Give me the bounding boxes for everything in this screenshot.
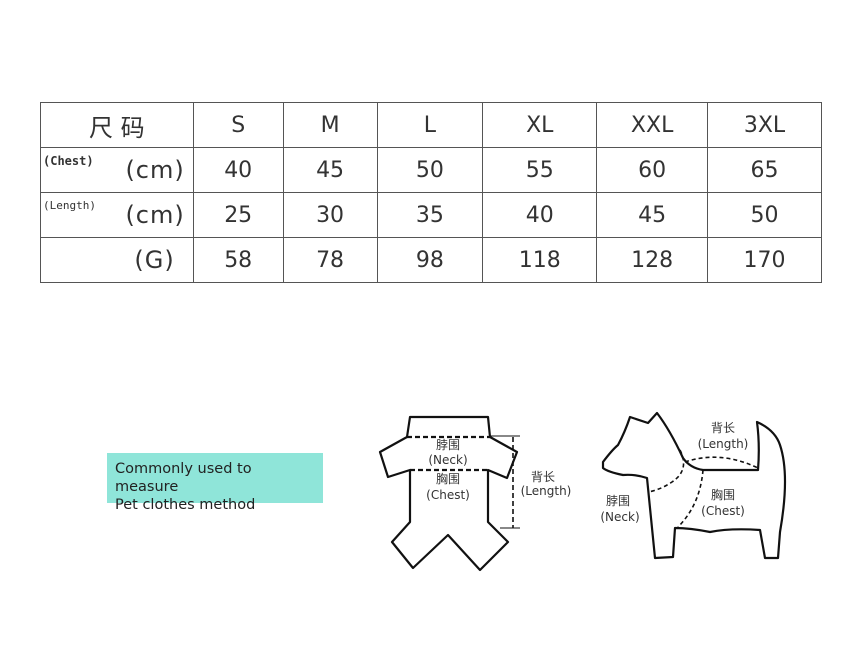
cell: 25 [192,192,284,238]
cell: 40 [482,192,598,238]
clothes-length-cn: 背长 [531,470,555,484]
dog-neck-dash [647,449,685,493]
dog-length-cn: 背长 [711,421,735,435]
clothes-chest-cn: 胸围 [436,471,460,486]
dog-neck-en: (Neck) [600,510,639,524]
row-header: (Length) (cm) [40,192,194,238]
row-sub: (Chest) [43,154,94,168]
size-label: 尺 码 [40,102,194,148]
note-line1: Commonly used to measure [115,461,252,495]
table-row-length: (Length) (cm) 25 30 35 40 45 50 [40,192,822,238]
size-s: S [192,102,284,148]
cell: 98 [376,237,484,283]
note-line2: Pet clothes method [115,497,256,513]
size-m: M [282,102,378,148]
cell: 35 [376,192,484,238]
clothes-neck-en: (Neck) [428,453,467,467]
cell: 128 [596,237,709,283]
dog-neck-cn: 脖围 [606,494,630,508]
dog-chest-dash [677,469,704,528]
size-chart-table: 尺 码 S M L XL XXL 3XL (Chest) (cm) 40 45 5… [40,102,822,283]
dog-chest-en: (Chest) [701,504,745,518]
cell: 30 [282,192,378,238]
cell: 50 [376,147,484,193]
clothes-chest-en: (Chest) [426,488,470,502]
cell: 45 [282,147,378,193]
cell: 58 [192,237,284,283]
cell: 170 [707,237,822,283]
clothes-neck-cn: 脖围 [436,438,460,452]
row-unit: (cm) [125,201,185,229]
cell: 50 [707,192,822,238]
table-row-weight: (G) 58 78 98 118 128 170 [40,237,822,283]
row-header: (Chest) (cm) [40,147,194,193]
clothes-diagram [378,415,520,572]
cell: 65 [707,147,822,193]
dog-diagram [601,411,787,560]
row-unit: (cm) [125,156,185,184]
row-header: (G) [40,237,194,283]
cell: 55 [482,147,598,193]
row-sub: (Length) [43,199,96,212]
dog-back-dash [684,456,759,469]
cell: 40 [192,147,284,193]
clothes-length-en: (Length) [521,484,572,498]
cell: 45 [596,192,709,238]
cell: 60 [596,147,709,193]
dog-length-en: (Length) [698,437,749,451]
row-unit: (G) [134,246,175,274]
table-row-chest: (Chest) (cm) 40 45 50 55 60 65 [40,147,822,193]
cell: 118 [482,237,598,283]
dog-chest-cn: 胸围 [711,487,735,502]
header-row: 尺 码 S M L XL XXL 3XL [40,102,822,148]
dog-outline [601,411,787,560]
cell: 78 [282,237,378,283]
measure-note: Commonly used to measure Pet clothes met… [107,453,323,513]
